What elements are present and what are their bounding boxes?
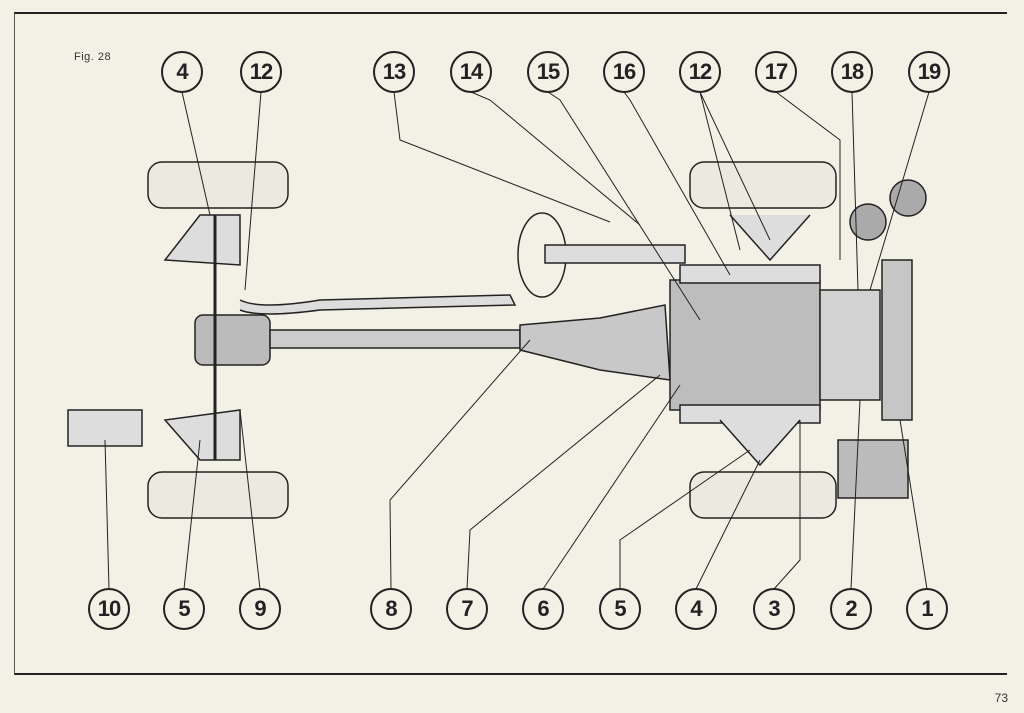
callout-3: 3	[753, 588, 795, 630]
callout-18: 18	[831, 51, 873, 93]
front-suspension	[163, 214, 271, 461]
tire-rear-right	[689, 471, 837, 519]
callout-2: 2	[830, 588, 872, 630]
leader-lines	[104, 91, 930, 590]
callout-10: 10	[88, 588, 130, 630]
engine	[669, 259, 913, 424]
tire-front-left	[147, 161, 289, 209]
callout-1: 1	[906, 588, 948, 630]
callout-14: 14	[450, 51, 492, 93]
callout-19: 19	[908, 51, 950, 93]
callout-17: 17	[755, 51, 797, 93]
callout-6: 6	[522, 588, 564, 630]
figure-label: Fig. 28	[74, 51, 112, 63]
callout-7: 7	[446, 588, 488, 630]
page-frame	[14, 12, 1007, 675]
callout-8: 8	[370, 588, 412, 630]
callout-4: 4	[161, 51, 203, 93]
callout-12: 12	[240, 51, 282, 93]
callout-16: 16	[603, 51, 645, 93]
callout-5: 5	[163, 588, 205, 630]
tire-front-right	[147, 471, 289, 519]
callout-9: 9	[239, 588, 281, 630]
callout-4: 4	[675, 588, 717, 630]
callout-5: 5	[599, 588, 641, 630]
page-number: 73	[994, 691, 1008, 705]
driveshaft	[239, 294, 521, 349]
tire-rear-left	[689, 161, 837, 209]
callout-15: 15	[527, 51, 569, 93]
callout-13: 13	[373, 51, 415, 93]
callout-12: 12	[679, 51, 721, 93]
gearbox	[519, 304, 671, 381]
